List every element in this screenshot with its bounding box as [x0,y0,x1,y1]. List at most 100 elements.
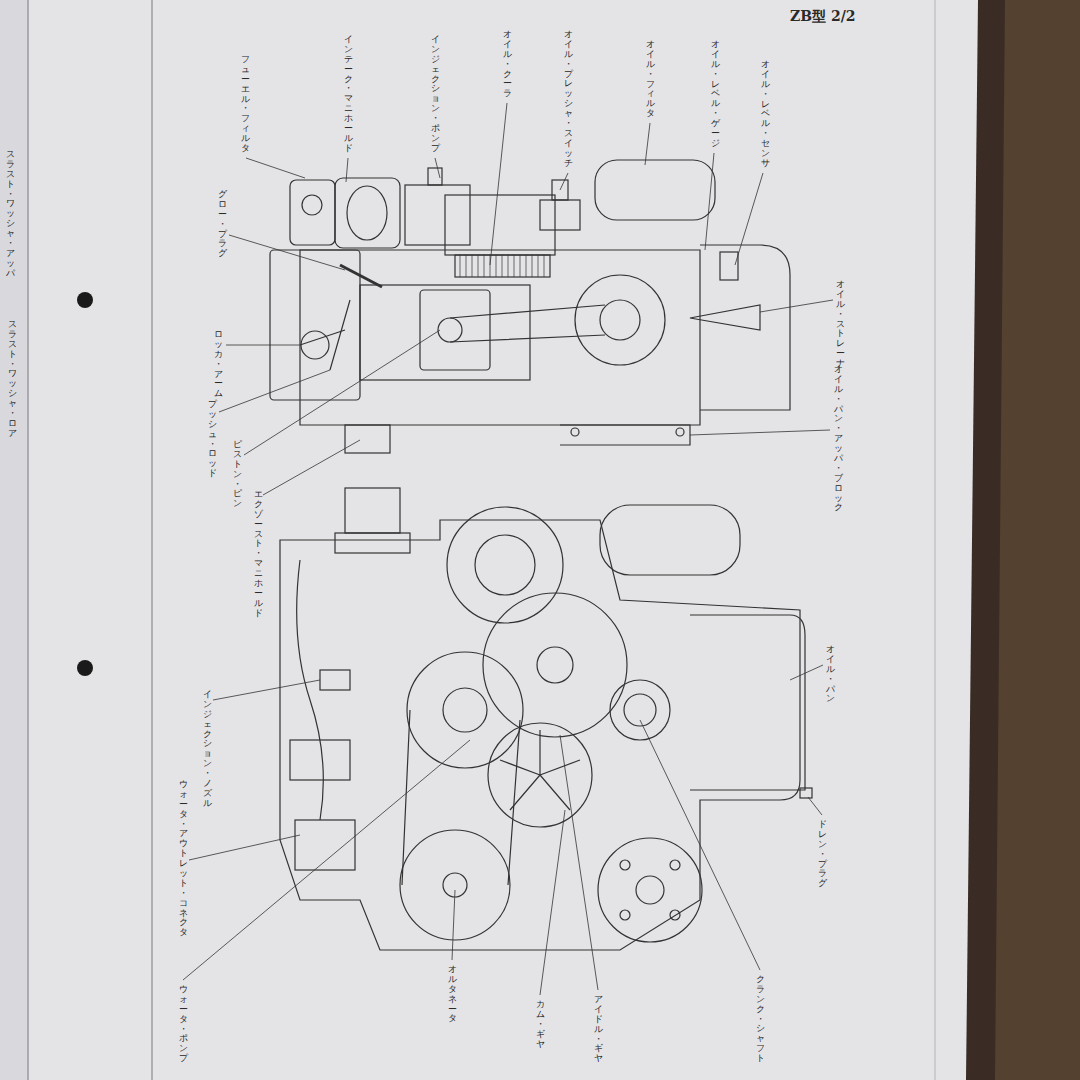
line-art [540,200,580,230]
part-label: エクゾースト・マニホールド [254,490,263,619]
line-art [600,300,640,340]
part-label: オイル・レベル・ゲージ [711,40,720,149]
line-art [540,810,565,995]
line-art [302,195,322,215]
line-art [346,158,348,182]
line-art [455,255,550,277]
line-art [435,158,440,178]
part-label: ピストン・ピン [233,440,242,509]
line-art [340,265,382,287]
line-art [77,660,93,676]
part-label: グロー・プラグ [218,190,227,259]
part-label: プッシュ・ロッド [208,400,217,479]
line-art [610,680,670,740]
line-art [335,533,410,553]
line-art [280,520,800,950]
line-art [676,428,684,436]
line-art [720,252,738,280]
line-art [420,290,490,370]
part-label: カム・ギヤ [536,1000,545,1049]
line-art [213,680,320,700]
part-label: オイル・パン・アッパ・ブロック [834,365,843,513]
part-label: ロッカ・アーム [214,330,223,399]
part-label: インテーク・マニホールド [344,35,353,154]
line-art [560,425,690,445]
line-art [500,730,580,810]
line-art [800,788,812,798]
line-art [244,330,440,455]
line-art [263,440,360,495]
part-label: クランク・シャフト [756,975,765,1064]
line-art [483,593,627,737]
line-art [347,186,387,240]
line-art [705,153,714,250]
part-label: アイドル・ギヤ [594,995,603,1064]
line-art [966,0,1080,1080]
front-view-drawing [280,488,812,950]
line-art [690,430,830,435]
line-art [600,505,740,575]
line-art [246,158,305,178]
part-label: オイル・パン [826,645,835,704]
line-art [219,370,330,412]
line-art [290,740,350,780]
line-art [735,173,763,265]
line-art [360,285,530,380]
line-art [790,665,823,680]
line-art [640,720,760,970]
line-art [290,180,335,245]
line-art [624,694,656,726]
part-label: オイル・フィルタ [646,40,655,119]
line-art [229,235,345,270]
part-label: オイル・プレッシャ・スイッチ [564,30,573,168]
part-label: ドレン・プラグ [818,820,827,889]
part-label: オルタネータ [448,965,457,1024]
line-art [301,331,329,359]
line-art [443,688,487,732]
leader-lines [183,103,833,995]
line-art [935,0,936,1080]
line-art [595,160,715,220]
line-art [995,0,1080,1080]
line-art [690,615,805,790]
line-art [405,185,470,245]
line-art [560,735,598,990]
line-art [270,250,360,400]
line-art [690,305,760,330]
line-art [636,876,664,904]
line-art [620,910,630,920]
line-art [571,428,579,436]
line-art [575,275,665,365]
line-art [335,178,400,248]
line-art [400,830,510,940]
part-label: スラスト・ワッシャ・ロア [8,320,17,439]
line-art [300,250,700,425]
line-art [645,123,650,165]
part-label: オイル・レベル・センサ [761,60,770,169]
line-art [0,0,28,1080]
page-header: ZB型 2/2 [790,8,856,26]
line-art [300,300,350,370]
line-art [295,820,355,870]
line-art [345,488,400,533]
part-label: インジェクション・ノズル [203,690,212,809]
line-art [475,535,535,595]
line-art [452,890,455,960]
part-label: ウォータ・ポンプ [179,985,188,1064]
line-art [450,305,605,342]
line-art [808,797,822,815]
line-art [760,300,833,312]
line-art [183,740,470,980]
line-art [488,723,592,827]
line-art [670,910,680,920]
line-art [77,292,93,308]
line-art [620,860,630,870]
line-art [320,670,350,690]
line-art [447,507,563,623]
part-label: フューエル・フィルタ [241,55,250,154]
part-label: ウォータ・アウトレット・コネクタ [179,780,188,938]
side-section-drawing [270,160,790,453]
